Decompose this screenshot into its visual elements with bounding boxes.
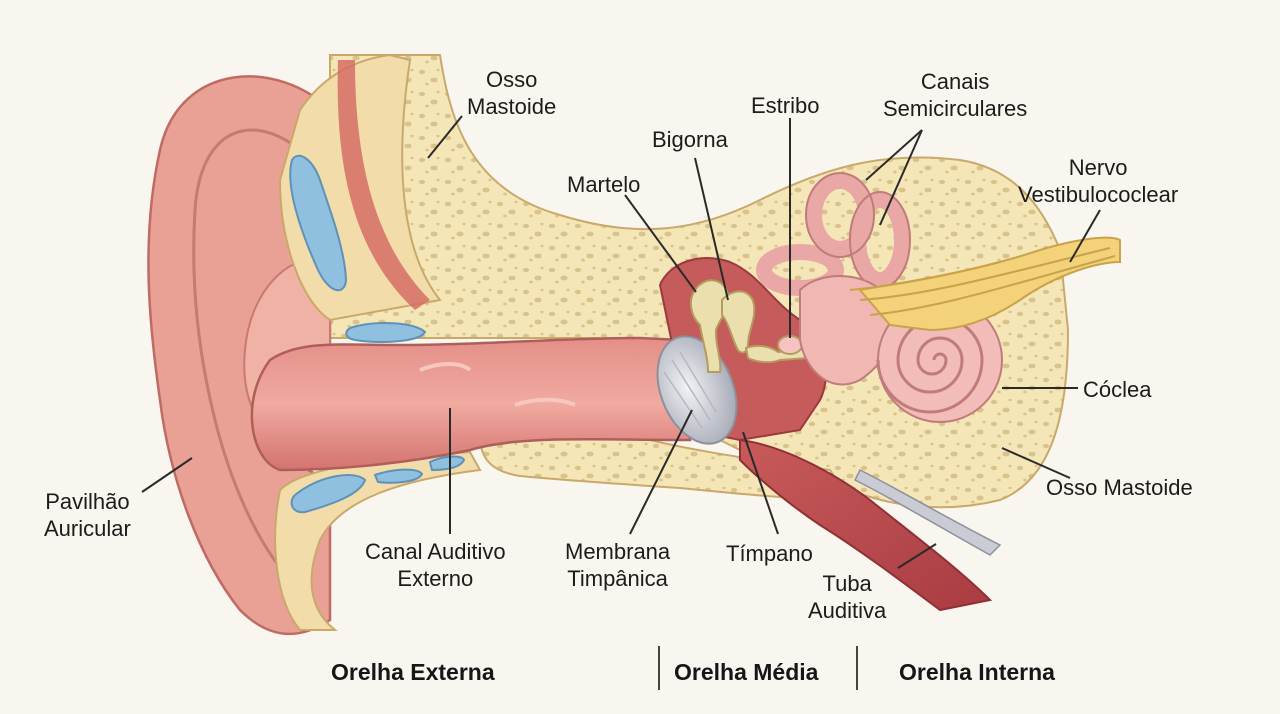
incus: [721, 290, 756, 354]
skin-red-strip: [337, 60, 430, 310]
section-divider-1: [658, 646, 660, 690]
label-timpano: Tímpano: [726, 541, 813, 566]
leader-lines: [141, 115, 1101, 569]
label-pavilhao-auricular: Pavilhão Auricular: [44, 489, 131, 541]
section-orelha-media: Orelha Média: [674, 659, 819, 685]
label-osso-mastoide-top: Osso Mastoide: [467, 67, 557, 119]
cartilage-mid: [345, 322, 427, 343]
cartilage-low1: [290, 474, 367, 514]
label-membrana-timpanica: Membrana Timpânica: [565, 539, 671, 591]
label-coclea: Cóclea: [1083, 377, 1152, 402]
oval-window: [777, 335, 803, 355]
section-divider-2: [856, 646, 858, 690]
cartilage-low3: [428, 455, 466, 472]
section-orelha-externa: Orelha Externa: [331, 659, 495, 685]
label-estribo: Estribo: [751, 93, 820, 118]
canal-highlight2: [514, 397, 576, 407]
label-osso-mastoide-right: Osso Mastoide: [1046, 475, 1193, 500]
ear-canal: [250, 336, 692, 472]
label-bigorna: Bigorna: [652, 127, 728, 152]
section-orelha-interna: Orelha Interna: [899, 659, 1055, 685]
label-nervo-vestibulococlear: Nervo Vestibulococlear: [1018, 155, 1179, 207]
canal-highlight: [419, 362, 472, 372]
label-martelo: Martelo: [567, 172, 641, 197]
label-canais-semicirculares: Canais Semicirculares: [883, 69, 1028, 121]
label-canal-auditivo-externo: Canal Auditivo Externo: [365, 539, 506, 591]
cartilage-low2: [373, 468, 424, 484]
pinna-inner-fold: [192, 128, 301, 581]
label-tuba-auditiva: Tuba Auditiva: [808, 571, 887, 623]
auditory-tube: [739, 438, 993, 612]
tube-inner: [853, 468, 1002, 556]
membrane-lines: [663, 351, 717, 429]
semicircular-canals: [756, 173, 910, 296]
cartilage-upper: [289, 154, 348, 292]
